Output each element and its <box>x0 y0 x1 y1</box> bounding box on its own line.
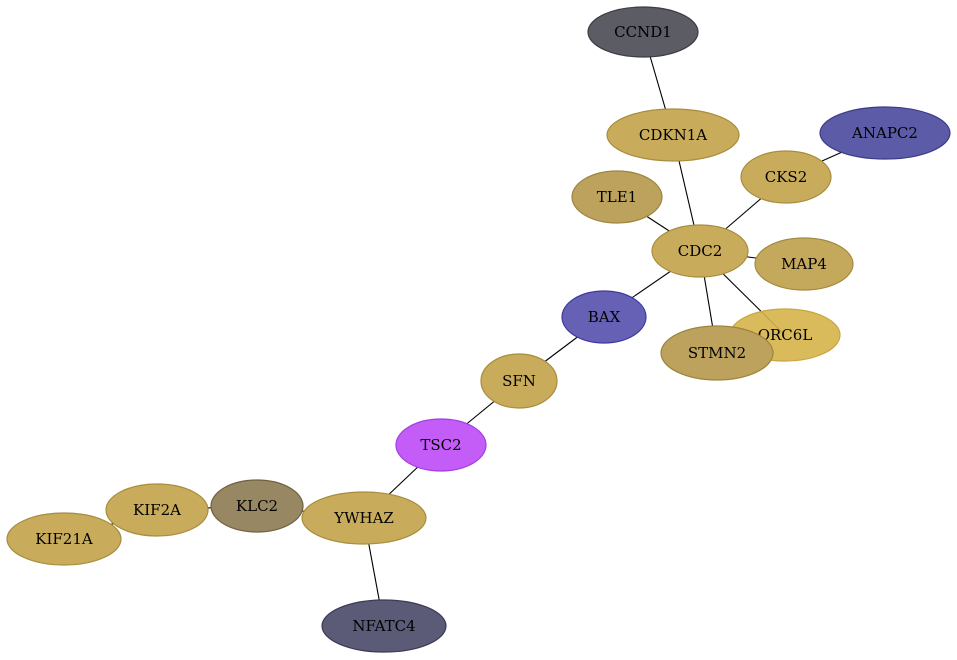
node-bax[interactable]: BAX <box>561 290 647 344</box>
node-map4[interactable]: MAP4 <box>754 237 854 291</box>
node-label: KLC2 <box>236 497 278 515</box>
node-ellipse <box>587 6 699 58</box>
node-label: MAP4 <box>781 255 827 273</box>
node-label: ANAPC2 <box>851 124 918 142</box>
node-label: CDKN1A <box>639 126 707 144</box>
node-ellipse <box>754 237 854 291</box>
node-ellipse <box>819 106 951 160</box>
node-tsc2[interactable]: TSC2 <box>395 418 487 472</box>
node-label: NFATC4 <box>352 617 415 635</box>
node-stmn2[interactable]: STMN2 <box>660 325 774 381</box>
node-ellipse <box>105 483 209 537</box>
node-ellipse <box>6 512 122 566</box>
node-klc2[interactable]: KLC2 <box>210 479 304 533</box>
node-label: KIF21A <box>35 530 93 548</box>
node-nfatc4[interactable]: NFATC4 <box>321 599 447 653</box>
node-ellipse <box>561 290 647 344</box>
node-ellipse <box>480 353 558 409</box>
node-ellipse <box>571 170 663 224</box>
node-label: ORC6L <box>758 326 813 344</box>
node-label: KIF2A <box>133 501 181 519</box>
node-ellipse <box>301 491 427 545</box>
node-anapc2[interactable]: ANAPC2 <box>819 106 951 160</box>
node-ywhaz[interactable]: YWHAZ <box>301 491 427 545</box>
node-label: TSC2 <box>420 436 461 454</box>
node-cdkn1a[interactable]: CDKN1A <box>606 108 740 162</box>
node-ellipse <box>321 599 447 653</box>
node-label: SFN <box>502 372 536 390</box>
node-ellipse <box>651 224 749 278</box>
node-ellipse <box>395 418 487 472</box>
node-tle1[interactable]: TLE1 <box>571 170 663 224</box>
node-ellipse <box>660 325 774 381</box>
node-label: YWHAZ <box>333 509 394 527</box>
node-label: TLE1 <box>597 188 637 206</box>
node-cks2[interactable]: CKS2 <box>740 150 832 204</box>
node-label: CKS2 <box>765 168 808 186</box>
node-kif21a[interactable]: KIF21A <box>6 512 122 566</box>
node-ellipse <box>606 108 740 162</box>
node-label: CDC2 <box>678 242 723 260</box>
node-kif2a[interactable]: KIF2A <box>105 483 209 537</box>
node-sfn[interactable]: SFN <box>480 353 558 409</box>
node-label: BAX <box>588 308 621 326</box>
node-ellipse <box>210 479 304 533</box>
node-cdc2[interactable]: CDC2 <box>651 224 749 278</box>
node-label: STMN2 <box>688 344 746 362</box>
node-ellipse <box>740 150 832 204</box>
node-label: CCND1 <box>614 23 672 41</box>
node-ccnd1[interactable]: CCND1 <box>587 6 699 58</box>
